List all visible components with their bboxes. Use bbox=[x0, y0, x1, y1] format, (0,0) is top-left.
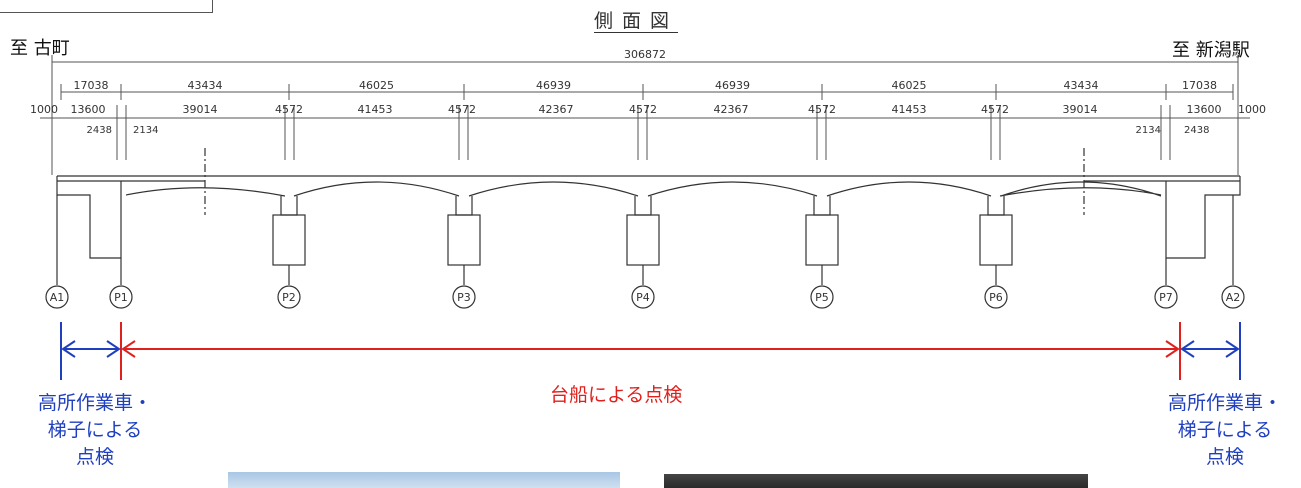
photo-right bbox=[664, 474, 1088, 488]
red-arrow-center-head-left bbox=[121, 340, 136, 358]
sub-dim-label: 2134 bbox=[133, 125, 158, 136]
row2-dim-label: 13600 bbox=[71, 103, 106, 116]
support-marker-label: P5 bbox=[815, 291, 829, 304]
row2-dim-label: 39014 bbox=[1063, 103, 1098, 116]
pier-foundation bbox=[626, 214, 660, 266]
sub-dim-label: 2438 bbox=[87, 125, 112, 136]
pier-foundation bbox=[272, 214, 306, 266]
row1-dim-label: 46939 bbox=[536, 79, 571, 92]
support-marker-circle bbox=[45, 285, 69, 309]
pier-column bbox=[987, 196, 1005, 216]
support-marker-circle bbox=[631, 285, 655, 309]
row2-dim-label: 4572 bbox=[981, 103, 1009, 116]
pier-foundation bbox=[979, 214, 1013, 266]
direction-right-label: 至 新潟駅 bbox=[1172, 40, 1250, 61]
support-marker-label: A1 bbox=[50, 291, 65, 304]
abutment-left bbox=[56, 176, 122, 259]
photo-left bbox=[228, 472, 620, 488]
frame-box bbox=[0, 0, 213, 13]
inspection-label-right: 高所作業車・梯子による点検 bbox=[1167, 392, 1282, 468]
pier-column bbox=[280, 196, 298, 216]
arch-spans bbox=[125, 181, 1162, 197]
pier-column bbox=[813, 196, 831, 216]
row2-dim-label: 42367 bbox=[714, 103, 749, 116]
row1-dim-label: 43434 bbox=[188, 79, 223, 92]
support-marker-label: P2 bbox=[282, 291, 296, 304]
sub-dim-label: 2438 bbox=[1184, 125, 1209, 136]
bridge-structure bbox=[56, 148, 1241, 285]
inspection-label-center: 台船による点検 bbox=[550, 384, 683, 406]
row2-dim-label: 4572 bbox=[629, 103, 657, 116]
blue-arrow-right-head-left bbox=[1180, 340, 1195, 358]
support-marker-label: P1 bbox=[114, 291, 128, 304]
support-marker-label: P3 bbox=[457, 291, 471, 304]
row1-dim-label: 17038 bbox=[74, 79, 109, 92]
dimension-labels: 306872 17038 43434 46025 46939 46939 46025 4343… bbox=[30, 48, 1266, 136]
support-marker-circle bbox=[1221, 285, 1245, 309]
row2-dim-label: 1000 bbox=[1238, 103, 1266, 116]
pier-foundation bbox=[805, 214, 839, 266]
support-marker-circle bbox=[109, 285, 133, 309]
pier-column bbox=[455, 196, 473, 216]
row1-dim-label: 17038 bbox=[1182, 79, 1217, 92]
pier-foundation bbox=[447, 214, 481, 266]
dimension-lines bbox=[40, 55, 1250, 175]
row1-dim-label: 46939 bbox=[715, 79, 750, 92]
row2-dim-label: 41453 bbox=[358, 103, 393, 116]
row2-dim-label: 4572 bbox=[275, 103, 303, 116]
support-marker-label: P4 bbox=[636, 291, 650, 304]
row1-dim-label: 46025 bbox=[892, 79, 927, 92]
total-length-label: 306872 bbox=[624, 48, 666, 61]
support-marker-circle bbox=[452, 285, 476, 309]
abutment-right bbox=[1165, 176, 1241, 259]
red-arrow-center-head-right bbox=[1165, 340, 1180, 358]
row2-dim-label: 42367 bbox=[539, 103, 574, 116]
blue-arrow-right-head-right bbox=[1225, 340, 1240, 358]
row2-dim-label: 4572 bbox=[808, 103, 836, 116]
support-marker-label: A2 bbox=[1226, 291, 1241, 304]
support-marker-circle bbox=[810, 285, 834, 309]
support-marker-circle bbox=[1154, 285, 1178, 309]
row1-dim-label: 43434 bbox=[1064, 79, 1099, 92]
support-marker-circle bbox=[277, 285, 301, 309]
row2-dim-label: 4572 bbox=[448, 103, 476, 116]
inspection-label-left: 高所作業車・梯子による点検 bbox=[37, 392, 152, 468]
row2-dim-label: 39014 bbox=[183, 103, 218, 116]
support-markers: A1 P1 P2 P3 P4 P5 P6 P7 A2 bbox=[45, 285, 1245, 309]
direction-left-label: 至 古町 bbox=[10, 38, 70, 59]
sub-dim-label: 2134 bbox=[1136, 125, 1161, 136]
drawing-title: 側面図 bbox=[594, 10, 679, 32]
support-marker-label: P6 bbox=[989, 291, 1003, 304]
support-marker-label: P7 bbox=[1159, 291, 1173, 304]
blue-arrow-left-head-right bbox=[106, 340, 121, 358]
pier-column bbox=[634, 196, 652, 216]
blue-arrow-left-head-left bbox=[61, 340, 76, 358]
row2-dim-label: 1000 bbox=[30, 103, 58, 116]
row2-dim-label: 41453 bbox=[892, 103, 927, 116]
inspection-range-arrows bbox=[60, 322, 1241, 380]
support-marker-circle bbox=[984, 285, 1008, 309]
row1-dim-label: 46025 bbox=[359, 79, 394, 92]
row2-dim-label: 13600 bbox=[1187, 103, 1222, 116]
